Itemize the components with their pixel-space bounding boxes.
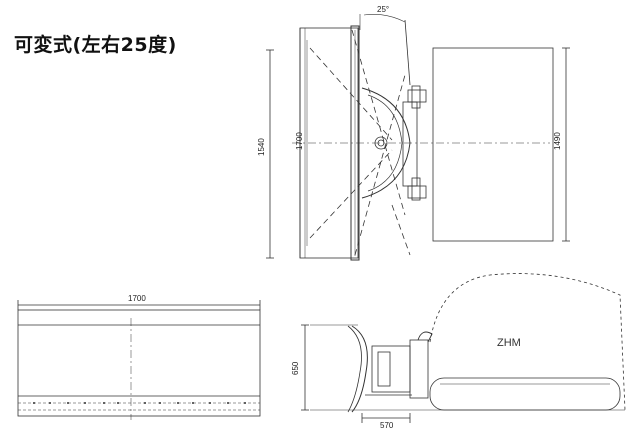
machine-label: ZHM <box>497 337 521 349</box>
top-view <box>266 14 570 261</box>
height-label: 650 <box>291 361 300 375</box>
diagram-title: 可変式(左右25度) <box>14 34 177 56</box>
side-view <box>301 273 626 423</box>
angle-label: 25° <box>377 5 389 14</box>
front-width-label: 1700 <box>128 294 146 303</box>
length-label: 570 <box>380 421 394 430</box>
blade-width-top-label: 1700 <box>295 132 304 150</box>
overall-width-label: 1540 <box>257 138 266 156</box>
width-1490-label: 1490 <box>553 132 562 150</box>
front-view <box>17 300 261 420</box>
